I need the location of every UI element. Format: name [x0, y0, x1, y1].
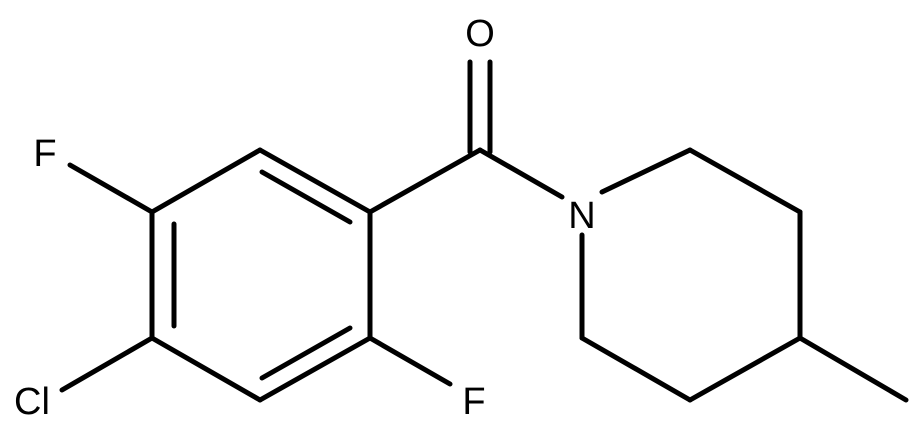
bond-carbonyl-ring: [367, 147, 483, 215]
bond-ring-c2-c3: [149, 147, 263, 215]
bond-methyl: [797, 335, 909, 403]
atom-label-chlorine: Cl: [14, 381, 50, 423]
bond-ring-c5-c6-inner: [259, 325, 353, 381]
bond-cc-cd: [687, 335, 803, 403]
bond-ring-c5-c6: [257, 335, 373, 403]
bond-ring-c1-c2: [257, 147, 373, 215]
bond-n-ca: [599, 147, 693, 195]
bond-c4-cl: [59, 335, 155, 393]
bond-ring-c4-c5: [149, 335, 263, 403]
atom-label-fluorine-top: F: [33, 133, 56, 175]
atom-label-nitrogen: N: [568, 195, 595, 237]
bond-c6-f: [367, 335, 453, 387]
bond-carbonyl-n: [477, 147, 565, 200]
atom-label-fluorine-bottom: F: [462, 381, 485, 423]
bond-cd-ce: [579, 335, 693, 403]
bond-ring-c1-c2-inner: [259, 169, 353, 225]
atom-label-oxygen: O: [465, 13, 495, 55]
bond-ca-cb: [687, 147, 803, 215]
bond-c3-f: [67, 162, 155, 215]
